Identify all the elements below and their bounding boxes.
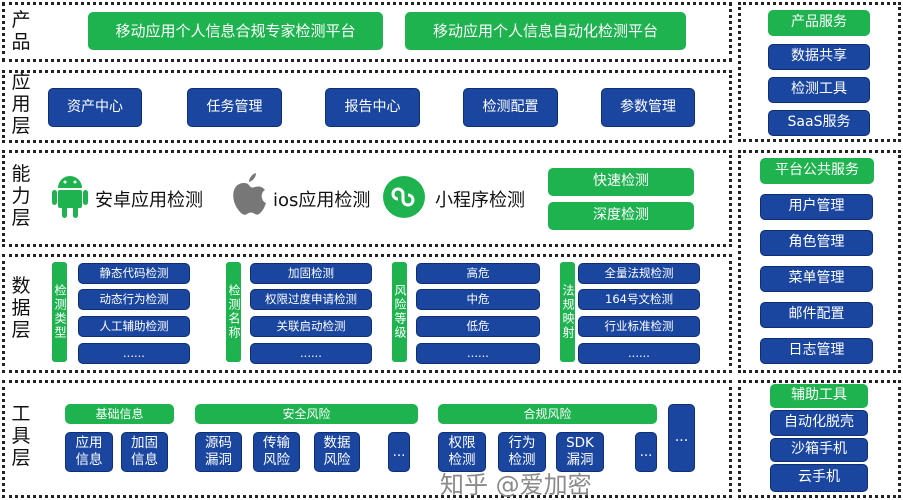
layer-label-tools: 工具层 xyxy=(11,403,31,469)
tool-item[interactable]: 权限检测 xyxy=(438,432,486,472)
data-sharing[interactable]: 数据共享 xyxy=(768,44,870,70)
mini-program-detection: 小程序检测 xyxy=(435,190,525,211)
role-management[interactable]: 角色管理 xyxy=(760,230,873,256)
capability-layer xyxy=(2,150,732,247)
quick-detection-button[interactable]: 快速检测 xyxy=(548,168,694,196)
app-parameter-management[interactable]: 参数管理 xyxy=(601,88,695,127)
sandbox-phone[interactable]: 沙箱手机 xyxy=(770,438,868,462)
android-detection: 安卓应用检测 xyxy=(95,190,203,211)
data-group-title: 检测类型 xyxy=(52,262,67,362)
data-group-item[interactable]: 低危 xyxy=(416,316,540,337)
app-task-management[interactable]: 任务管理 xyxy=(187,88,282,127)
tool-item[interactable]: SDK漏洞 xyxy=(556,432,604,472)
data-group-item[interactable]: ...... xyxy=(78,343,190,364)
tool-item[interactable]: 源码漏洞 xyxy=(195,432,242,472)
data-group-item[interactable]: ...... xyxy=(578,343,700,364)
app-detection-config[interactable]: 检测配置 xyxy=(463,88,558,127)
data-layer xyxy=(2,254,732,373)
aux-tools-title: 辅助工具 xyxy=(770,384,868,408)
data-group-item[interactable]: 人工辅助检测 xyxy=(78,316,190,337)
data-group-item[interactable]: 加固检测 xyxy=(250,263,372,284)
aux-tools-panel xyxy=(738,380,901,498)
platform-services-panel xyxy=(738,150,901,373)
data-group-item[interactable]: 权限过度申请检测 xyxy=(250,289,372,310)
link-icon xyxy=(383,176,425,218)
application-layer xyxy=(2,70,732,143)
layer-label-capability: 能力层 xyxy=(11,163,31,229)
app-asset-center[interactable]: 资产中心 xyxy=(48,88,142,127)
tool-item[interactable]: 行为检测 xyxy=(498,432,546,472)
auto-unpack[interactable]: 自动化脱壳 xyxy=(770,410,868,436)
tool-item[interactable]: 数据风险 xyxy=(314,432,360,472)
data-group-item[interactable]: 中危 xyxy=(416,289,540,310)
watermark: 知乎 @爱加密 xyxy=(440,471,592,499)
data-group-title: 检测名称 xyxy=(226,262,241,362)
user-management[interactable]: 用户管理 xyxy=(760,194,873,220)
data-group-item[interactable]: 关联启动检测 xyxy=(250,316,372,337)
apple-icon xyxy=(233,173,266,215)
layer-label-product: 产品 xyxy=(11,9,31,53)
product-expert-platform[interactable]: 移动应用个人信息合规专家检测平台 xyxy=(88,12,383,50)
cloud-phone[interactable]: 云手机 xyxy=(770,464,868,492)
layer-label-data: 数据层 xyxy=(11,275,31,341)
data-group-title: 法规映射 xyxy=(560,262,575,362)
product-services-title: 产品服务 xyxy=(768,10,870,36)
data-group-item[interactable]: 全量法规检测 xyxy=(578,263,700,284)
tool-item[interactable]: 加固信息 xyxy=(121,432,168,472)
tool-item[interactable]: 传输风险 xyxy=(253,432,300,472)
data-group-item[interactable]: ...... xyxy=(416,343,540,364)
layer-label-application: 应用层 xyxy=(11,71,31,137)
product-auto-platform[interactable]: 移动应用个人信息自动化检测平台 xyxy=(405,12,686,50)
platform-services-title: 平台公共服务 xyxy=(760,158,874,184)
tool-item-more[interactable]: ... xyxy=(668,404,695,472)
tools-header-security-risk: 安全风险 xyxy=(195,404,418,424)
tool-item[interactable]: ... xyxy=(388,432,410,472)
data-group-item[interactable]: 行业标准检测 xyxy=(578,316,700,337)
tool-item[interactable]: ... xyxy=(635,432,657,472)
tools-header-compliance-risk: 合规风险 xyxy=(438,404,657,424)
data-group-item[interactable]: 高危 xyxy=(416,263,540,284)
saas-service[interactable]: SaaS服务 xyxy=(768,110,870,136)
detection-tools[interactable]: 检测工具 xyxy=(768,77,870,103)
log-management[interactable]: 日志管理 xyxy=(760,338,873,364)
app-report-center[interactable]: 报告中心 xyxy=(325,88,420,127)
data-group-item[interactable]: 164号文检测 xyxy=(578,289,700,310)
ios-detection: ios应用检测 xyxy=(273,190,371,211)
tool-item[interactable]: 应用信息 xyxy=(65,432,113,472)
tools-header-basic-info: 基础信息 xyxy=(65,404,174,424)
email-config[interactable]: 邮件配置 xyxy=(760,302,873,328)
data-group-title: 风险等级 xyxy=(392,262,407,362)
android-icon xyxy=(52,176,88,218)
data-group-item[interactable]: 静态代码检测 xyxy=(78,263,190,284)
menu-management[interactable]: 菜单管理 xyxy=(760,266,873,292)
data-group-item[interactable]: 动态行为检测 xyxy=(78,289,190,310)
product-services-panel xyxy=(738,2,901,142)
deep-detection-button[interactable]: 深度检测 xyxy=(548,202,694,230)
product-layer xyxy=(2,2,732,62)
tools-layer xyxy=(2,380,732,498)
data-group-item[interactable]: ...... xyxy=(250,343,372,364)
